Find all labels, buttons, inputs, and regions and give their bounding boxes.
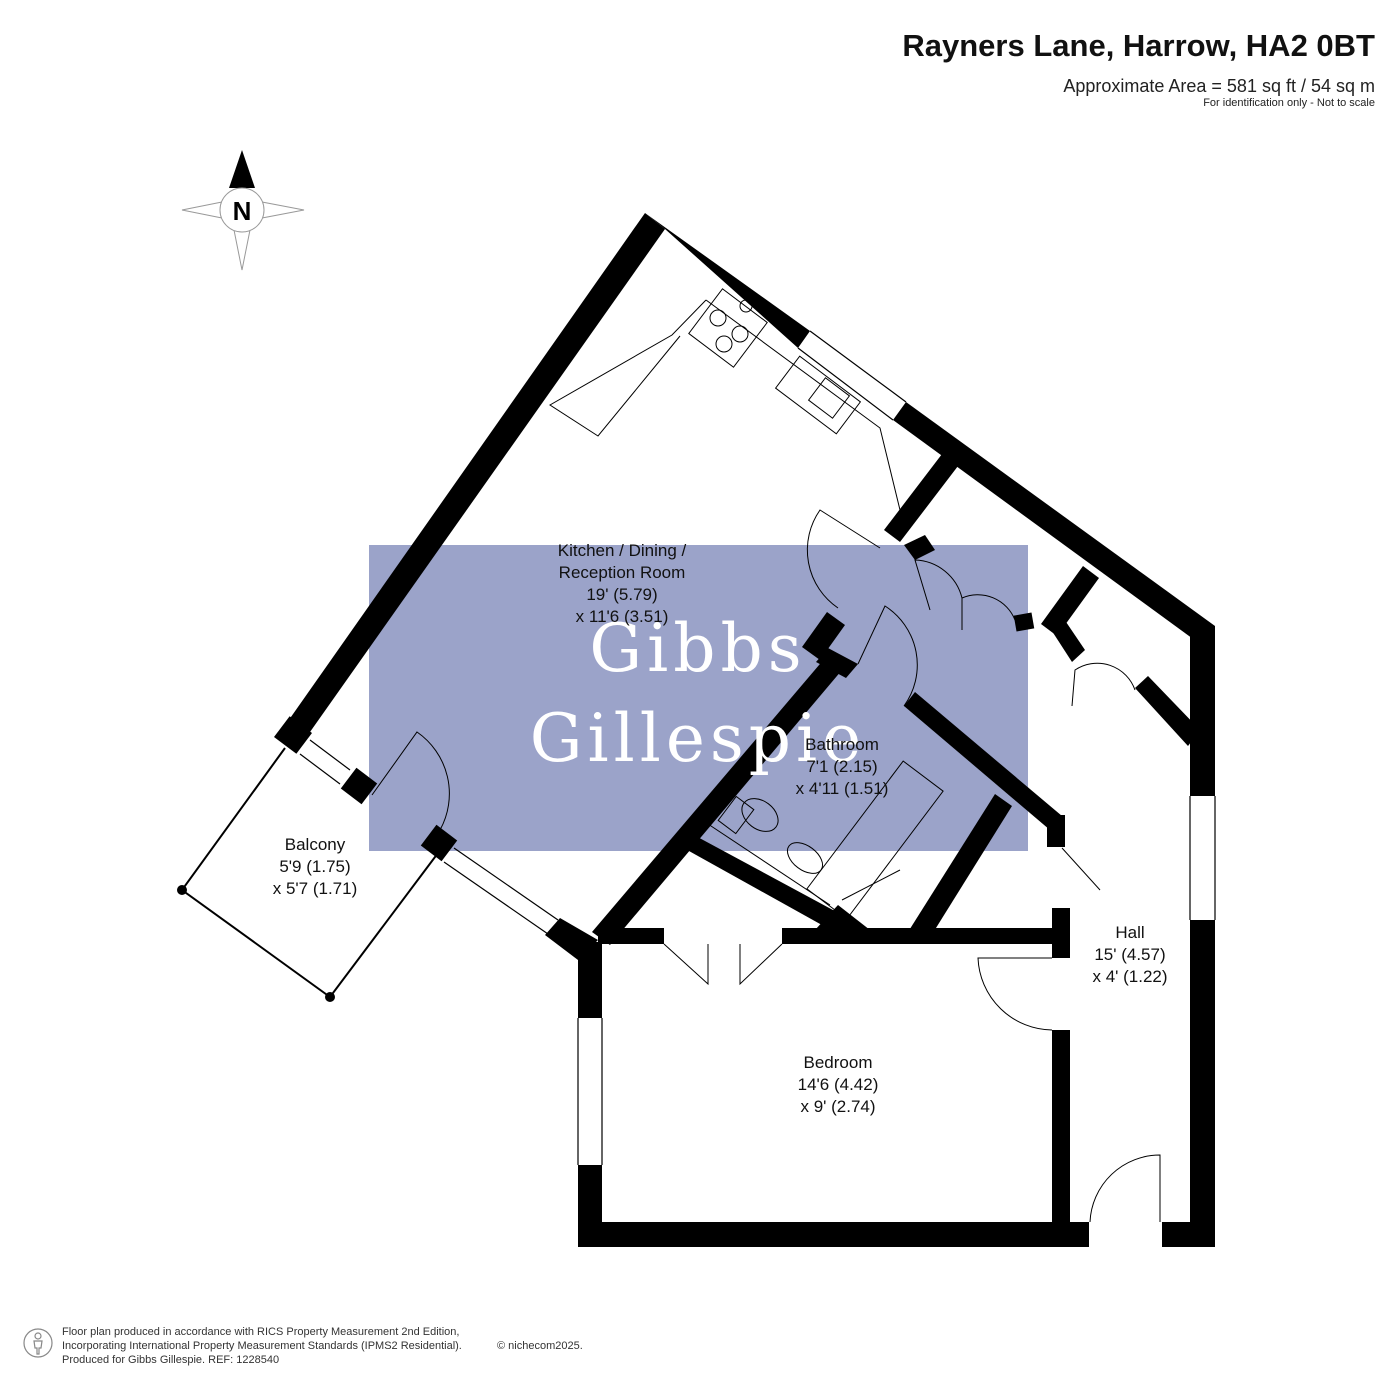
wall-cupboard-b — [1041, 566, 1099, 636]
hall-name: Hall — [1115, 923, 1145, 942]
wall-bath-bottom-block — [815, 905, 870, 944]
bathroom-name: Bathroom — [805, 735, 879, 754]
wall-kitchen-top-a — [645, 213, 810, 348]
kitchen-dim-2: x 11'6 (3.51) — [575, 607, 669, 626]
door-bath-hall — [1061, 847, 1101, 891]
door-cupboard2 — [1071, 662, 1136, 707]
wall-kitchen-jamb — [273, 716, 313, 754]
door-cupboard1 — [914, 559, 963, 611]
person-icon — [23, 1328, 53, 1358]
bedroom-name: Bedroom — [803, 1053, 873, 1072]
wall-right-upper — [1190, 626, 1215, 796]
wall-balcony-jamb-b — [420, 824, 458, 862]
wall-bedroom-bottom — [578, 1222, 1089, 1247]
balcony-dim-2: x 5'7 (1.71) — [272, 879, 358, 898]
page-title: Rayners Lane, Harrow, HA2 0BT — [902, 28, 1375, 63]
room-label-balcony: Balcony 5'9 (1.75) x 5'7 (1.71) — [273, 834, 358, 900]
door-entrance — [1089, 1154, 1161, 1223]
wall-bath-bottom — [680, 834, 870, 944]
wall-bath-stub — [1047, 815, 1065, 847]
watermark-line2: Gillespie — [529, 700, 867, 777]
wall-hall-stub — [1052, 908, 1070, 958]
area-text: Approximate Area = 581 sq ft / 54 sq m — [1063, 76, 1375, 96]
door-kitchen — [806, 509, 881, 609]
wall-corner-block — [545, 918, 598, 960]
wall-bedroom-right — [1052, 1030, 1070, 1222]
bathroom-dim-1: 7'1 (2.15) — [806, 757, 878, 776]
wall-bath-top — [904, 692, 1062, 830]
wall-bath-jamb — [816, 648, 858, 678]
kitchen-units — [549, 288, 901, 511]
doors — [371, 509, 1161, 1223]
bedroom-dim-1: 14'6 (4.42) — [797, 1075, 879, 1094]
door-cupboard1b — [961, 594, 1016, 630]
footer-line-2: Incorporating International Property Mea… — [62, 1340, 462, 1352]
wall-cupboard-f — [1013, 612, 1035, 632]
wall-kitchen-top-b — [893, 402, 1215, 644]
copyright-text: © nichecom2025. — [497, 1340, 583, 1352]
wall-bath-left-top — [802, 612, 845, 660]
bedroom-dim-2: x 9' (2.74) — [800, 1097, 876, 1116]
wall-right-lower — [1190, 920, 1215, 1247]
kitchen-name-2: Reception Room — [558, 563, 686, 582]
wall-balcony-jamb-a — [340, 767, 378, 805]
bathroom-fixtures — [704, 760, 944, 920]
watermark-panel — [369, 545, 1028, 851]
wall-cupboard-d — [1050, 616, 1085, 662]
hall-dim-1: 15' (4.57) — [1094, 945, 1166, 964]
balcony-name: Balcony — [284, 835, 346, 854]
room-label-bathroom: Bathroom 7'1 (2.15) x 4'11 (1.51) — [796, 734, 889, 800]
door-wardrobe — [663, 943, 709, 986]
wall-cupboard-a — [884, 454, 958, 542]
wall-bath-left — [592, 658, 842, 945]
hall-dim-2: x 4' (1.22) — [1092, 967, 1168, 986]
wall-bedroom-left-low — [578, 1165, 602, 1247]
wall-cupboard-c — [1135, 676, 1200, 746]
scale-note: For identification only - Not to scale — [1203, 97, 1375, 109]
watermark-line1: Gibbs — [589, 610, 807, 687]
bathroom-dim-2: x 4'11 (1.51) — [795, 779, 889, 798]
wall-bath-right — [908, 794, 1012, 944]
balcony-outline — [177, 747, 445, 1002]
door-wardrobe2 — [739, 943, 783, 986]
footer-line-1: Floor plan produced in accordance with R… — [62, 1326, 460, 1338]
footer-line-3: Produced for Gibbs Gillespie. REF: 12285… — [62, 1354, 280, 1366]
door-bath — [857, 605, 918, 707]
windows — [299, 330, 1216, 1165]
compass-letter: N — [233, 196, 252, 226]
compass-icon: N — [181, 150, 305, 271]
room-label-kitchen: Kitchen / Dining / Reception Room 19' (5… — [558, 540, 687, 628]
kitchen-name-1: Kitchen / Dining / — [557, 541, 687, 560]
door-balcony — [371, 731, 450, 831]
walls — [273, 213, 1215, 1247]
footer-notes: Floor plan produced in accordance with R… — [62, 1325, 462, 1367]
room-label-hall: Hall 15' (4.57) x 4' (1.22) — [1092, 922, 1167, 988]
wall-kitchen-left — [279, 213, 665, 749]
kitchen-dim-1: 19' (5.79) — [586, 585, 658, 604]
balcony-dim-1: 5'9 (1.75) — [279, 857, 351, 876]
room-label-bedroom: Bedroom 14'6 (4.42) x 9' (2.74) — [798, 1052, 879, 1118]
wall-right-bottom — [1162, 1222, 1215, 1247]
wall-cupboard-e — [904, 535, 935, 560]
door-bedroom — [977, 957, 1053, 1031]
